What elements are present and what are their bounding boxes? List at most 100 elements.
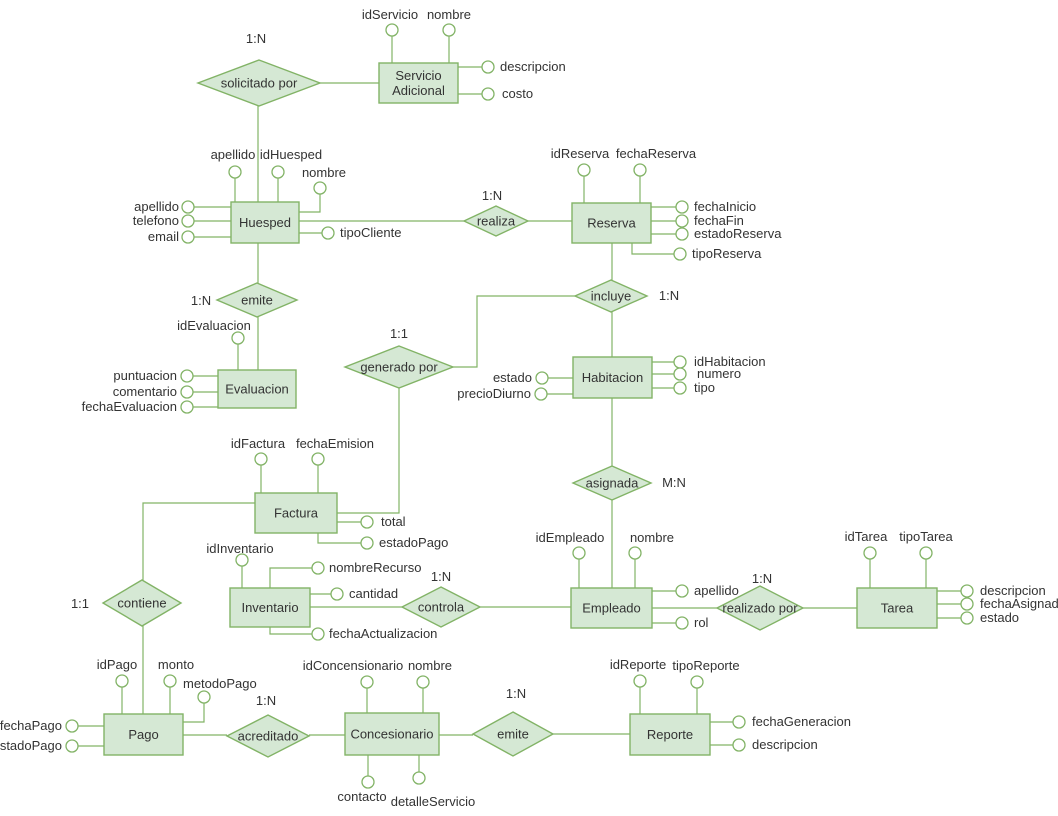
attribute-idpago: idPago bbox=[97, 657, 137, 688]
attribute-circle-comentario bbox=[180, 385, 194, 399]
attribute-rol: rol bbox=[675, 615, 709, 630]
attribute-label-idservicio: idServicio bbox=[362, 7, 418, 22]
attribute-label-fechaactualizacion: fechaActualizacion bbox=[329, 626, 437, 641]
cardinality-label: 1:N bbox=[482, 188, 502, 203]
attribute-descripcion: descripcion bbox=[732, 737, 818, 752]
attribute-circle-tiporeserva bbox=[673, 247, 687, 261]
attribute-label-idhuesped: idHuesped bbox=[260, 147, 322, 162]
attribute-circle-idservicio bbox=[385, 23, 399, 37]
attribute-label-total: total bbox=[381, 514, 406, 529]
relationship-emite-huesped: emite bbox=[215, 282, 299, 318]
attribute-label-idhabitacion: idHabitacion bbox=[694, 354, 766, 369]
cardinality-label: 1:1 bbox=[390, 326, 408, 341]
attribute-costo: costo bbox=[481, 86, 533, 101]
attribute-idtarea: idTarea bbox=[845, 529, 888, 560]
entity-label-reserva: Reserva bbox=[587, 216, 636, 231]
attribute-circle-costo bbox=[481, 87, 495, 101]
entity-label-habitacion: Habitacion bbox=[582, 370, 643, 385]
entity-box-pago bbox=[103, 713, 184, 756]
attribute-circle-estadoreserva bbox=[675, 227, 689, 241]
attribute-idevaluacion: idEvaluacion bbox=[177, 318, 251, 345]
attribute-tipo: tipo bbox=[673, 380, 715, 395]
attribute-fechaactualizacion: fechaActualizacion bbox=[311, 626, 437, 641]
entity-label-evaluacion: Evaluacion bbox=[225, 382, 289, 397]
attribute-nombrerecurso: nombreRecurso bbox=[311, 560, 422, 575]
attribute-label-estado: estado bbox=[980, 610, 1019, 625]
attribute-preciodiurno: precioDiurno bbox=[457, 386, 548, 401]
attribute-descripcion: descripcion bbox=[481, 59, 566, 74]
cardinality-label: 1:N bbox=[506, 686, 526, 701]
entity-label-inventario: Inventario bbox=[241, 600, 298, 615]
attribute-circle-fechaemision bbox=[311, 452, 325, 466]
attribute-circle-idconcensionario bbox=[360, 675, 374, 689]
attribute-puntuacion: puntuacion bbox=[113, 368, 194, 383]
attribute-label-idreporte: idReporte bbox=[610, 657, 666, 672]
attribute-circle-fechageneracion bbox=[732, 715, 746, 729]
relationship-diamond-acreditado bbox=[225, 714, 311, 758]
attribute-circle-nombre bbox=[416, 675, 430, 689]
attribute-tipotarea: tipoTarea bbox=[899, 529, 954, 560]
attribute-circle-estado bbox=[960, 611, 974, 625]
attribute-estadopago: estadoPago bbox=[360, 535, 448, 550]
relationship-diamond-emite-concesionario bbox=[471, 711, 555, 757]
attribute-label-contacto: contacto bbox=[337, 789, 386, 804]
relationship-generado-por: generado por bbox=[343, 345, 455, 389]
entity-reserva: Reserva bbox=[571, 202, 652, 244]
attribute-label-fechageneracion: fechaGeneracion bbox=[752, 714, 851, 729]
attribute-circle-detalleservicio bbox=[412, 771, 426, 785]
relationship-label-contiene: contiene bbox=[117, 596, 166, 611]
attribute-label-tipocliente: tipoCliente bbox=[340, 225, 401, 240]
attribute-label-numero: numero bbox=[697, 366, 741, 381]
cardinality-label: 1:N bbox=[659, 288, 679, 303]
attribute-circle-estadopago bbox=[360, 536, 374, 550]
attribute-circle-preciodiurno bbox=[534, 387, 548, 401]
attribute-label-apellido: apellido bbox=[211, 147, 256, 162]
attribute-label-nombrerecurso: nombreRecurso bbox=[329, 560, 422, 575]
attribute-circle-cantidad bbox=[330, 587, 344, 601]
entity-label-huesped: Huesped bbox=[239, 215, 291, 230]
attribute-circle-idreporte bbox=[633, 674, 647, 688]
attribute-circle-idfactura bbox=[254, 452, 268, 466]
entity-label-reporte: Reporte bbox=[647, 727, 693, 742]
attribute-descripcion: descripcion bbox=[960, 583, 1046, 598]
entity-habitacion: Habitacion bbox=[572, 356, 653, 399]
attribute-circle-tipocliente bbox=[321, 226, 335, 240]
attribute-label-tiporeporte: tipoReporte bbox=[672, 658, 739, 673]
attribute-circle-nombrerecurso bbox=[311, 561, 325, 575]
attribute-label-estado: estado bbox=[493, 370, 532, 385]
attribute-circle-tiporeporte bbox=[690, 675, 704, 689]
entity-box-evaluacion bbox=[217, 369, 297, 409]
attribute-circle-idreserva bbox=[577, 163, 591, 177]
attribute-estado: estado bbox=[493, 370, 549, 385]
cardinality-label: 1:N bbox=[246, 31, 266, 46]
attribute-idreserva: idReserva bbox=[551, 146, 610, 177]
attribute-label-monto: monto bbox=[158, 657, 194, 672]
attribute-detalleservicio: detalleServicio bbox=[391, 771, 476, 809]
relationship-label-emite-huesped: emite bbox=[241, 293, 273, 308]
attribute-idhuesped: idHuesped bbox=[260, 147, 322, 179]
attribute-label-fechareserva: fechaReserva bbox=[616, 146, 697, 161]
relationship-label-solicitado-por: solicitado por bbox=[221, 76, 298, 91]
entity-tarea: Tarea bbox=[856, 587, 938, 629]
attribute-circle-total bbox=[360, 515, 374, 529]
attribute-label-fechaevaluacion: fechaEvaluacion bbox=[82, 399, 177, 414]
attribute-label-fechafin: fechaFin bbox=[694, 213, 744, 228]
entity-label-factura: Factura bbox=[274, 506, 319, 521]
attribute-numero: numero bbox=[673, 366, 741, 381]
attribute-label-fechaasignado: fechaAsignado bbox=[980, 596, 1058, 611]
relationship-diamond-emite-huesped bbox=[215, 282, 299, 318]
attribute-apellido: apellido bbox=[211, 147, 256, 179]
attribute-circle-tipo bbox=[673, 381, 687, 395]
attribute-monto: monto bbox=[158, 657, 194, 688]
attribute-label-detalleservicio: detalleServicio bbox=[391, 794, 476, 809]
attribute-idinventario: idInventario bbox=[206, 541, 274, 567]
attribute-circle-estado bbox=[535, 371, 549, 385]
attribute-idconcensionario: idConcensionario bbox=[303, 658, 403, 689]
entity-box-huesped bbox=[230, 201, 300, 244]
attribute-label-fechainicio: fechaInicio bbox=[694, 199, 756, 214]
attribute-label-idevaluacion: idEvaluacion bbox=[177, 318, 251, 333]
attribute-circle-idpago bbox=[115, 674, 129, 688]
attribute-circle-email bbox=[181, 230, 195, 244]
attribute-label-fechaemision: fechaEmision bbox=[296, 436, 374, 451]
attribute-comentario: comentario bbox=[113, 384, 194, 399]
